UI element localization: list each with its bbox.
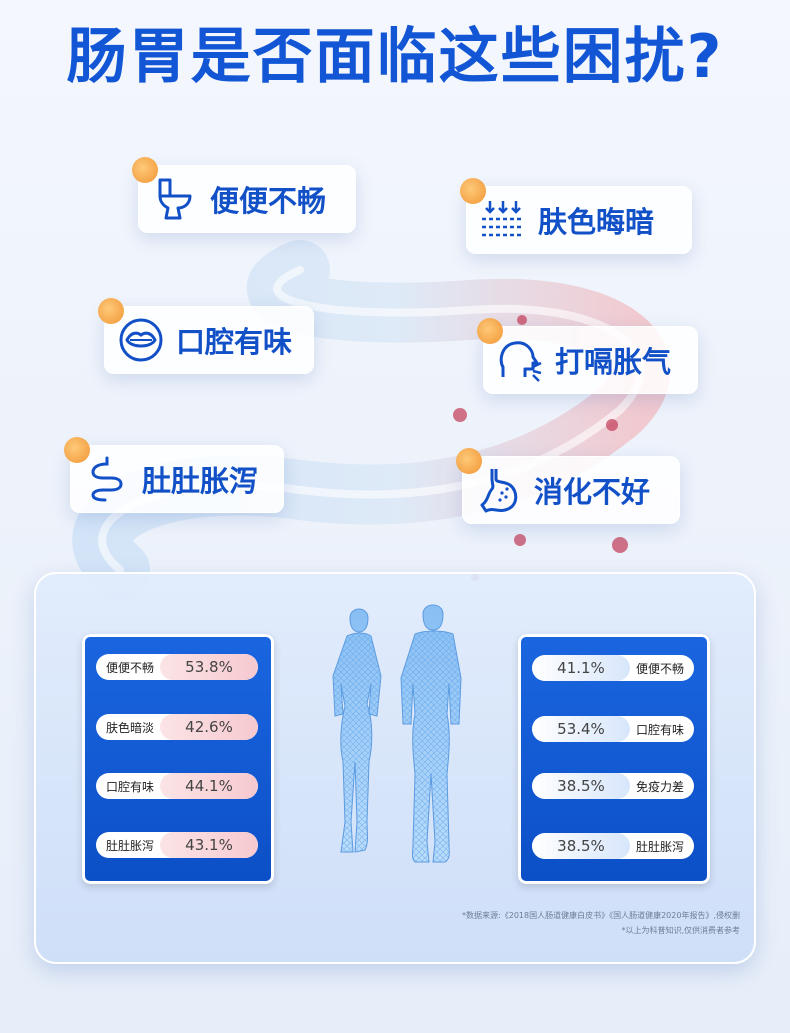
toilet-icon (158, 178, 192, 220)
symptom-pill: 口腔有味 (98, 298, 314, 374)
skin-layers-icon (482, 201, 524, 237)
burp-head-icon (499, 341, 542, 382)
stat-value: 38.5% (532, 773, 630, 799)
stat-label: 口腔有味 (106, 779, 155, 794)
intestine-icon (91, 456, 123, 502)
symptom-label: 便便不畅 (210, 184, 327, 218)
symptom-label: 口腔有味 (176, 325, 293, 359)
symptom-label: 肤色晦暗 (538, 205, 655, 239)
stat-value: 44.1% (160, 773, 258, 799)
source-note: *数据来源:《2018国人肠道健康白皮书》《国人肠道健康2020年报告》,侵权删 (462, 911, 740, 920)
stat-label: 便便不畅 (106, 660, 155, 675)
page-title: 肠胃是否面临这些困扰? (66, 22, 724, 92)
stomach-icon (480, 469, 518, 513)
stat-row: 肚肚胀泻 43.1% (96, 832, 258, 858)
stat-label: 肚肚胀泻 (106, 838, 155, 853)
stat-label: 免疫力差 (635, 779, 684, 794)
stats-card-left: 便便不畅 53.8% 肤色暗淡 42.6% 口腔有味 44.1% 肚肚胀泻 43… (82, 634, 274, 884)
stat-row: 38.5% 免疫力差 (532, 773, 694, 799)
disclaimer-note: *以上为科普知识,仅供消费者参考 (621, 926, 740, 935)
symptom-pill: 肤色晦暗 (460, 178, 692, 254)
stat-row: 口腔有味 44.1% (96, 773, 258, 799)
human-figures-illustration (332, 604, 462, 863)
symptom-label: 消化不好 (534, 475, 651, 509)
stat-value: 53.4% (532, 716, 630, 742)
stat-label: 口腔有味 (635, 722, 684, 737)
stat-value: 38.5% (532, 833, 630, 859)
symptom-pill: 消化不好 (456, 448, 680, 524)
symptom-label: 打嗝胀气 (555, 345, 672, 379)
stat-row: 53.4% 口腔有味 (532, 716, 694, 742)
symptom-pill: 便便不畅 (132, 157, 356, 233)
symptom-pill: 打嗝胀气 (477, 318, 698, 394)
stat-row: 便便不畅 53.8% (96, 654, 258, 680)
intestine-illustration (72, 240, 671, 600)
stat-row: 41.1% 便便不畅 (532, 655, 694, 681)
stat-label: 便便不畅 (635, 661, 684, 676)
stat-label: 肚肚胀泻 (635, 839, 684, 854)
stats-card-right: 41.1% 便便不畅 53.4% 口腔有味 38.5% 免疫力差 38.5% 肚… (518, 634, 710, 884)
stat-value: 53.8% (160, 654, 258, 680)
symptom-label: 肚肚胀泻 (142, 464, 259, 498)
stat-row: 肤色暗淡 42.6% (96, 714, 258, 740)
stat-label: 肤色暗淡 (106, 720, 155, 735)
stat-value: 42.6% (160, 714, 258, 740)
stat-value: 43.1% (160, 832, 258, 858)
mouth-icon (119, 318, 163, 362)
symptom-pill: 肚肚胀泻 (64, 437, 284, 513)
stat-row: 38.5% 肚肚胀泻 (532, 833, 694, 859)
stat-value: 41.1% (532, 655, 630, 681)
